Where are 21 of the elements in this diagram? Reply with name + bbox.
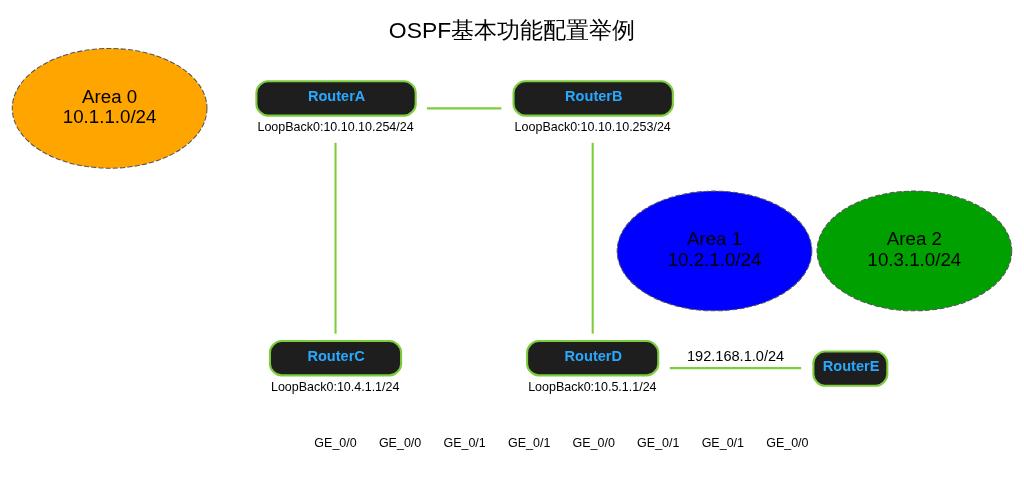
label: GE_0/1 bbox=[443, 436, 486, 451]
node-ellipse: Area 2 10.3.1.0/24 bbox=[816, 190, 1013, 312]
label: GE_0/1 bbox=[637, 436, 680, 451]
node-ellipse: Area 1 10.2.1.0/24 bbox=[616, 190, 813, 312]
node-label: LoopBack0:10.5.1.1/24 bbox=[528, 379, 657, 394]
node-label: LoopBack0:10.10.10.254/24 bbox=[257, 119, 414, 134]
connector bbox=[669, 367, 802, 370]
node-label: LoopBack0:10.4.1.1/24 bbox=[270, 379, 400, 394]
node-ellipse: Area 0 10.1.1.0/24 bbox=[11, 47, 208, 169]
node-label: LoopBack0:10.10.10.253/24 bbox=[514, 119, 671, 134]
label: GE_0/0 bbox=[378, 436, 422, 451]
diagram-title: OSPF基本功能配置举例 bbox=[388, 16, 636, 43]
label: GE_0/1 bbox=[508, 436, 551, 451]
connector bbox=[334, 142, 337, 334]
label: GE_0/0 bbox=[314, 436, 357, 451]
edge-label: 192.168.1.0/24 bbox=[686, 348, 785, 365]
label: GE_0/1 bbox=[701, 436, 744, 451]
label: GE_0/0 bbox=[572, 436, 615, 451]
label: GE_0/0 bbox=[766, 436, 809, 451]
connector bbox=[591, 142, 594, 334]
connector bbox=[426, 107, 502, 110]
